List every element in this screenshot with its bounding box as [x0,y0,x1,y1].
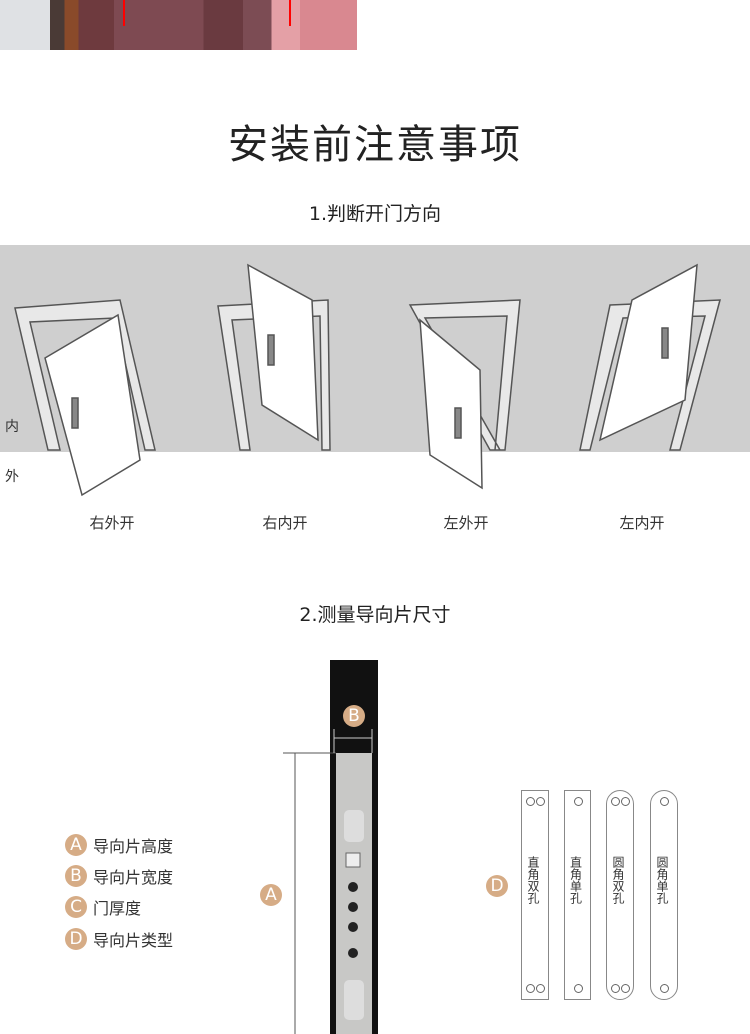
outside-label: 外 [5,469,19,485]
plate-square-double: 直角双孔 [521,790,549,1000]
door-left-outward [408,299,521,490]
strike-plate-diagram [283,660,378,1034]
door-label: 右外开 [89,514,135,532]
door-diagrams [14,263,721,497]
section2-heading: 2.测量导向片尺寸 [299,604,451,626]
door-photo [0,0,357,50]
door-right-inward [217,263,331,451]
inside-label: 内 [5,419,19,435]
marker-a: A [260,884,282,906]
plate-round-single: 圆角单孔 [650,790,678,1000]
plate-round-double: 圆角双孔 [606,790,634,1000]
plate-square-single: 直角单孔 [564,790,591,1000]
marker-b: B [343,705,365,727]
page-title: 安装前注意事项 [228,122,522,168]
door-left-inward [579,263,721,451]
door-label: 左外开 [443,514,489,532]
door-right-outward [14,299,156,497]
section1-heading: 1.判断开门方向 [308,203,442,225]
red-marker [123,0,125,26]
door-label: 左内开 [619,514,665,532]
red-marker [289,0,291,26]
marker-d: D [486,875,508,897]
door-label: 右内开 [262,514,308,532]
